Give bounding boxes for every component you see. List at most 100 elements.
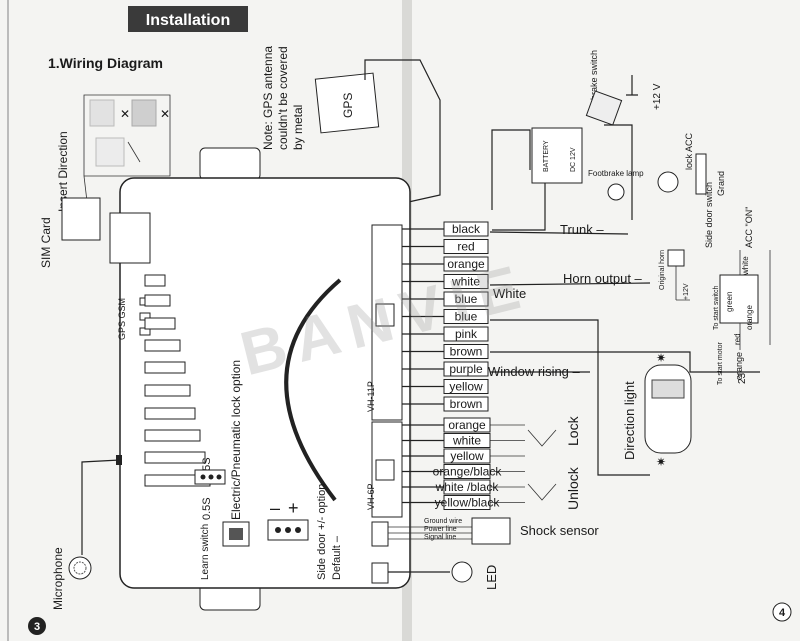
original-horn-label: Original horn: [659, 250, 666, 290]
wire-11p-box: [443, 274, 489, 289]
led-label: LED: [484, 565, 499, 590]
battery-positive-wire: [492, 175, 546, 231]
plus12v-small-label: +12V: [683, 283, 690, 300]
footbrake-lamp-icon: [607, 183, 625, 201]
side-door-pin-3: [295, 527, 301, 533]
unlock-label: Unlock: [565, 466, 581, 510]
gps-note-line-1: Note: GPS antenna: [261, 46, 275, 150]
shock-sensor-label: Shock sensor: [520, 523, 599, 538]
led-icon: [451, 561, 473, 583]
footbrake-switch-label: Footbrake switch: [589, 50, 599, 118]
sim-check-icon: [127, 141, 141, 163]
alarm-unit: GPS GSM Electric/Pneumatic lock option 0…: [109, 147, 411, 611]
connector-6p-label: VH-6P: [366, 483, 376, 510]
connector-6p-latch: [375, 459, 395, 481]
front-flash-icon: ✷: [656, 351, 666, 365]
relay-icon: [719, 274, 759, 324]
original-horn-icon: [667, 249, 685, 267]
wire-6p-label: orange: [448, 418, 486, 432]
wire-11p-box: [443, 326, 489, 342]
window-rising-label: Window rising –: [488, 364, 581, 379]
sim-card-label: SIM Card: [39, 217, 53, 268]
microphone-grille: [73, 561, 87, 575]
shock-connector: [371, 521, 389, 547]
lock-jumper-pin-2: [208, 474, 214, 480]
header: Installation 1.Wiring Diagram: [48, 6, 248, 71]
microphone-jack: [116, 455, 122, 465]
grand-label: Grand: [716, 171, 726, 196]
sim-sample-2: [131, 99, 157, 127]
gps-note-line-2: couldn't be covered: [276, 46, 290, 150]
vent-slot: [144, 339, 181, 352]
plus12v-label: +12 V: [652, 83, 663, 110]
trunk-label: Trunk –: [560, 222, 604, 237]
relay-feed-line: [490, 351, 760, 373]
wire-11p-label: purple: [449, 362, 483, 376]
wire-11p-label: red: [457, 240, 474, 254]
side-door-pin-2: [285, 527, 291, 533]
wire-6p-label: yellow: [450, 449, 484, 463]
side-door-switch-icon: [695, 153, 707, 195]
sim-area: Insert Direction SIM Card ✕ ✕: [39, 94, 171, 268]
page-number-left: 3: [34, 621, 40, 633]
sim-cross-icon-1: ✕: [120, 107, 130, 121]
learn-switch-label: Learn switch: [200, 524, 211, 580]
battery-label: BATTERY: [543, 140, 550, 172]
direction-light-label: Direction light: [622, 381, 637, 460]
wire-6p-label: yellow/black: [435, 496, 501, 510]
orange-label: orange: [734, 352, 744, 380]
unlock-chevron: [527, 483, 557, 501]
sim-cross-icon-2: ✕: [160, 107, 170, 121]
wire-6p-box: [443, 495, 491, 510]
lock-jumper-pin-3: [216, 474, 222, 480]
lock-jumper-pin-1: [200, 474, 206, 480]
installation-banner: [128, 6, 248, 32]
sim-card-icon: [61, 197, 101, 241]
horn-line: [489, 282, 651, 286]
wire-11p-label: black: [452, 222, 481, 236]
dc12v-label: DC 12V: [570, 147, 577, 172]
microphone-cable: [81, 459, 121, 555]
wires-11p: blackredorangewhitebluebluepinkbrownpurp…: [402, 221, 489, 412]
function-labels: White Trunk – Horn output – Window risin…: [388, 222, 692, 590]
white-function-label: White: [493, 286, 526, 301]
section-title: 1.Wiring Diagram: [48, 55, 163, 71]
wire-6p-label: white: [452, 434, 481, 448]
ignition-lock-icon: [657, 171, 679, 193]
wire-11p-label: pink: [455, 327, 478, 341]
wire-11p-box: [443, 309, 489, 324]
gps-gsm-label: GPS GSM: [117, 298, 127, 340]
wire-11p-box: [443, 239, 489, 254]
wire-11p-box: [443, 344, 489, 359]
horn-wire: [675, 266, 690, 301]
wire-11p-box: [443, 221, 489, 237]
learn-switch-button[interactable]: [229, 528, 243, 540]
wire-6p-label: white /black: [435, 480, 500, 494]
lock-acc-label: lock ACC: [684, 132, 694, 170]
relay-green-label: green: [725, 292, 734, 312]
wire-6p-box: [443, 464, 491, 479]
page-number-right: 4: [779, 607, 786, 619]
wire-11p-box: [443, 291, 489, 307]
trunk-line: [489, 231, 629, 235]
wire-11p-label: brown: [450, 397, 483, 411]
wire-11p-box: [443, 361, 489, 377]
vent-slot: [144, 384, 191, 397]
wire-6p-box: [443, 433, 491, 448]
gps-antenna-label: GPS: [341, 93, 355, 118]
minus-sign: –: [270, 498, 280, 518]
power-area: BATTERY DC 12V Footbrake switch +12 V Fo…: [491, 50, 754, 301]
led-connector: [371, 562, 389, 584]
footbrake-wire: [604, 124, 633, 220]
vent-slot: [144, 317, 176, 330]
wire-11p-label: blue: [455, 292, 478, 306]
gps-note-line-3: by metal: [291, 105, 305, 150]
relay-red-label: red: [733, 333, 742, 345]
header-title: Installation: [146, 12, 230, 29]
lock-label: Lock: [565, 415, 581, 446]
vent-slots: [144, 274, 211, 487]
wire-11p-label: brown: [450, 345, 483, 359]
car-icon: [644, 364, 692, 454]
